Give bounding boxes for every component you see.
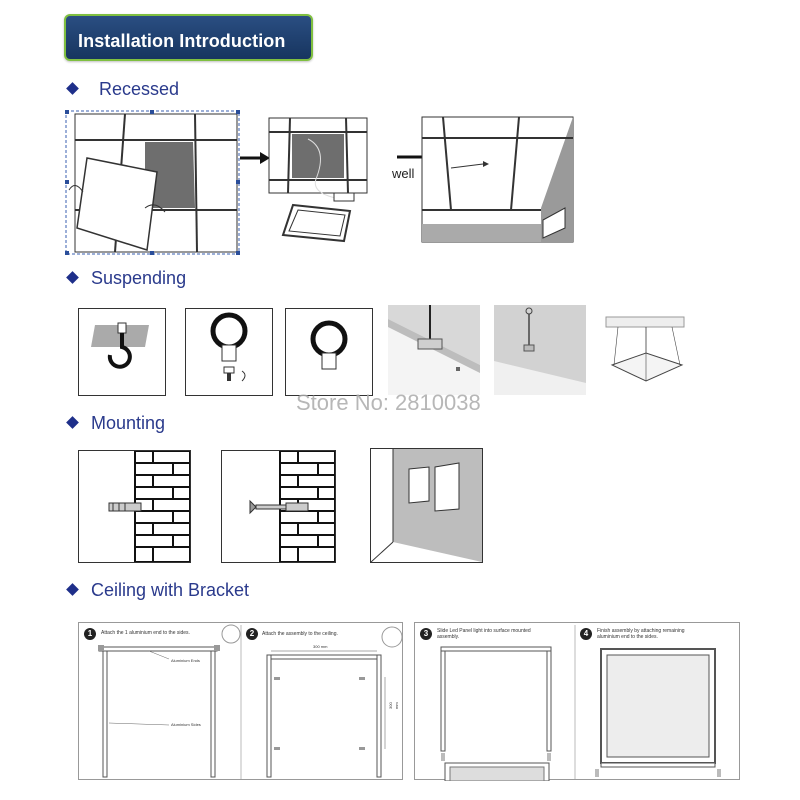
step-instruction: Attach the 1 aluminium end to the sides. [101,630,190,636]
step-instruction: Slide Led Panel light into surface mount… [437,628,531,640]
dimension-label: 300 mm [313,644,328,649]
bullet-diamond-icon [66,271,79,284]
section-label: Recessed [99,79,180,99]
step-number-badge: 2 [246,628,258,640]
suspending-hanger-photo [494,305,586,395]
step-number-badge: 3 [420,628,432,640]
mounting-screw-figure [221,450,336,563]
section-heading-suspending: Suspending [66,268,187,289]
suspending-ring-assembled-figure [285,308,373,396]
section-heading-mounting: Mounting [66,413,166,434]
section-label: Suspending [91,268,187,288]
recessed-step-1-figure [65,110,240,255]
bracket-steps-1-2-panel: 1 Attach the 1 aluminium end to the side… [78,622,403,780]
step-instruction: Attach the assembly to the ceiling. [262,631,338,637]
store-watermark: Store No: 2810038 [296,390,481,415]
suspending-panel-corner-photo [388,305,480,395]
step-number-badge: 1 [84,628,96,640]
section-label: Ceiling with Bracket [91,580,250,600]
callout-label: Aluminium Sides [171,722,201,727]
mounting-anchor-figure [78,450,191,563]
suspending-ring-disassembled-figure [185,308,273,396]
dimension-label: 300 mm [388,702,399,709]
arrow-right-icon [240,150,270,166]
bullet-diamond-icon [66,583,79,596]
callout-label: Aluminium Ends [171,658,200,663]
bullet-diamond-icon [66,82,79,95]
page-title: Installation Introduction [78,31,286,51]
bracket-steps-3-4-panel: 3 Slide Led Panel light into surface mou… [414,622,740,781]
section-heading-recessed: Recessed [66,79,180,100]
bullet-diamond-icon [66,416,79,429]
suspending-wire-diagram [598,305,690,395]
section-header-banner: Installation Introduction [64,14,313,61]
section-heading-ceiling-bracket: Ceiling with Bracket [66,580,250,601]
step-number-badge: 4 [580,628,592,640]
section-label: Mounting [91,413,166,433]
well-label: well [392,166,415,181]
recessed-step-2-figure [268,117,368,247]
mounting-wall-result-figure [370,448,483,563]
step-instruction: Finish assembly by attaching remaining a… [597,628,685,640]
suspending-hook-figure [78,308,166,396]
recessed-step-3-figure [421,116,574,243]
